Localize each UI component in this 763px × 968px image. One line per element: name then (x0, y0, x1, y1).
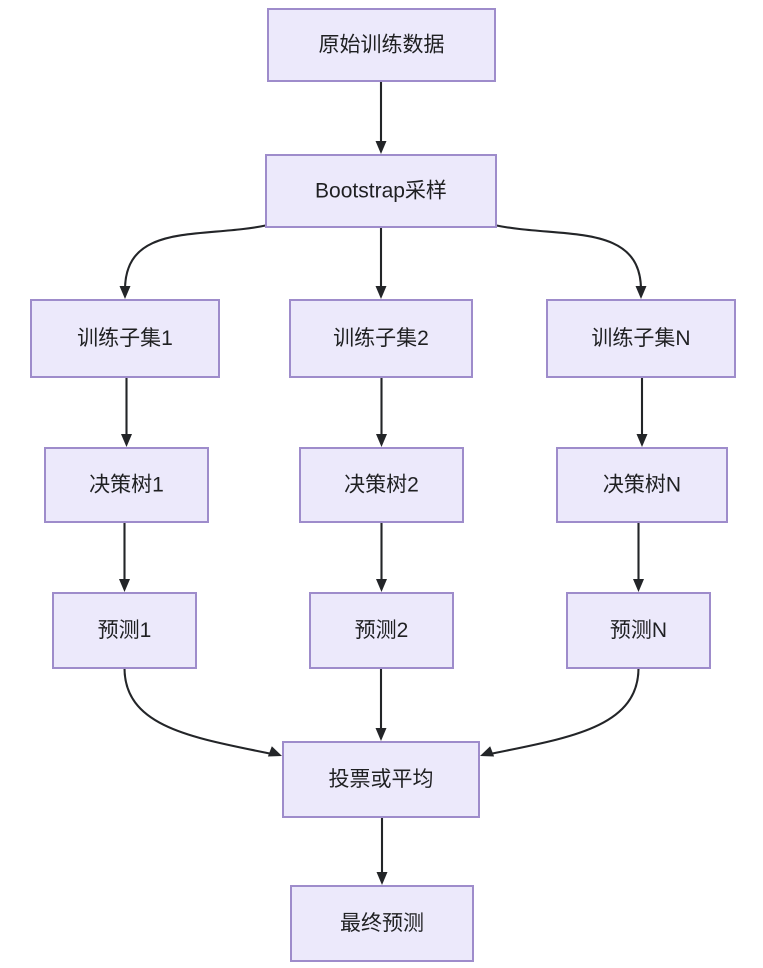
edge-pred-1-to-vote (123, 667, 273, 756)
node-tree-2[interactable]: 决策树2 (299, 447, 464, 523)
arrow-head (267, 746, 282, 757)
arrow-head (119, 579, 130, 592)
node-label-tree-2: 决策树2 (344, 474, 419, 497)
arrow-head (376, 434, 387, 447)
edge-bootstrap-to-subset-1 (123, 223, 269, 291)
node-box-vote[interactable] (282, 741, 480, 818)
arrow-head (375, 141, 387, 154)
node-subset-2[interactable]: 训练子集2 (289, 299, 473, 378)
node-label-subset-1: 训练子集1 (77, 327, 173, 350)
edge-layer (119, 81, 648, 885)
node-final[interactable]: 最终预测 (290, 885, 474, 962)
arrow-head (636, 434, 648, 447)
arrow-head (633, 579, 644, 592)
arrow-head (375, 728, 387, 741)
node-box-tree-1[interactable] (44, 447, 209, 523)
node-raw-data[interactable]: 原始训练数据 (267, 8, 496, 82)
node-label-bootstrap: Bootstrap采样 (315, 180, 447, 203)
node-subset-n[interactable]: 训练子集N (546, 299, 736, 378)
node-box-subset-1[interactable] (30, 299, 220, 378)
node-pred-n[interactable]: 预测N (566, 592, 711, 669)
arrow-head (376, 872, 388, 885)
node-box-tree-2[interactable] (299, 447, 464, 523)
node-label-pred-n: 预测N (610, 619, 667, 642)
node-box-final[interactable] (290, 885, 474, 962)
node-label-pred-2: 预测2 (355, 619, 409, 642)
node-subset-1[interactable]: 训练子集1 (30, 299, 220, 378)
node-tree-1[interactable]: 决策树1 (44, 447, 209, 523)
node-box-pred-2[interactable] (309, 592, 454, 669)
node-label-tree-1: 决策树1 (89, 474, 164, 497)
node-box-subset-n[interactable] (546, 299, 736, 378)
node-box-pred-1[interactable] (52, 592, 197, 669)
node-box-bootstrap[interactable] (265, 154, 497, 228)
arrow-head (480, 746, 495, 757)
arrow-head (376, 579, 387, 592)
node-pred-2[interactable]: 预测2 (309, 592, 454, 669)
node-pred-1[interactable]: 预测1 (52, 592, 197, 669)
edge-bootstrap-to-subset-n (493, 223, 643, 291)
node-box-raw-data[interactable] (267, 8, 496, 82)
node-box-tree-n[interactable] (556, 447, 728, 523)
node-vote[interactable]: 投票或平均 (282, 741, 480, 818)
arrow-head (635, 286, 647, 299)
arrow-head (121, 434, 132, 447)
node-tree-n[interactable]: 决策树N (556, 447, 728, 523)
node-bootstrap[interactable]: Bootstrap采样 (265, 154, 497, 228)
node-label-vote: 投票或平均 (329, 768, 434, 791)
edge-pred-n-to-vote (489, 667, 640, 756)
node-box-pred-n[interactable] (566, 592, 711, 669)
node-label-pred-1: 预测1 (98, 619, 152, 642)
node-label-tree-n: 决策树N (603, 474, 681, 497)
node-label-subset-n: 训练子集N (591, 327, 690, 350)
node-label-subset-2: 训练子集2 (333, 327, 429, 350)
arrow-head (119, 286, 131, 299)
node-label-final: 最终预测 (340, 912, 424, 935)
arrow-head (375, 286, 387, 299)
node-box-subset-2[interactable] (289, 299, 473, 378)
node-label-raw-data: 原始训练数据 (319, 34, 445, 57)
